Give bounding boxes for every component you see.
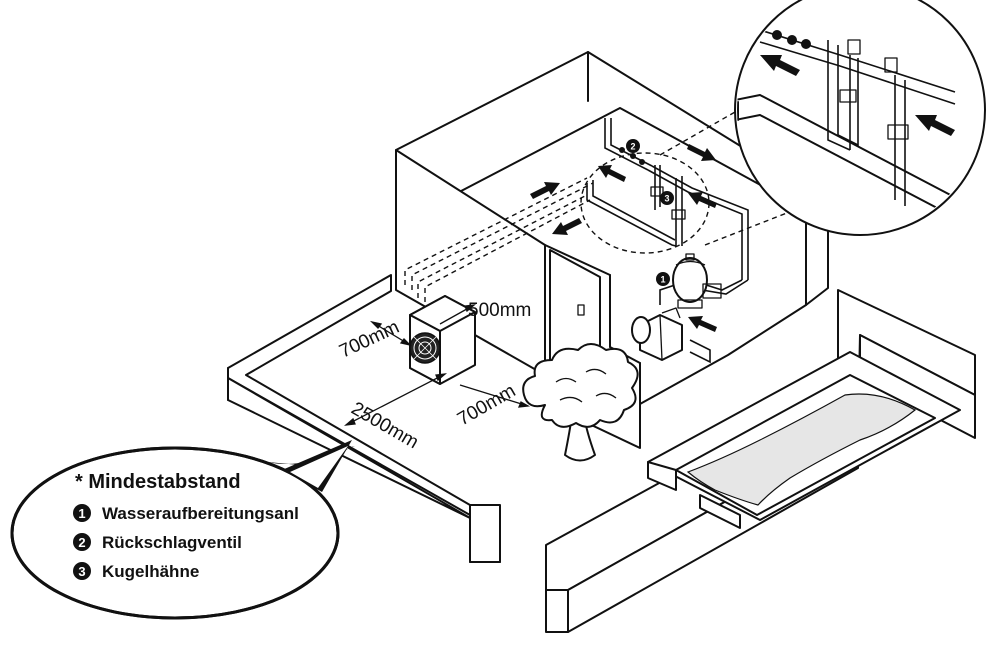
svg-text:2: 2 — [78, 535, 85, 550]
legend-callout: * Mindestabstand 1 Wasseraufbereitungsan… — [10, 440, 355, 620]
dimension-lines — [343, 304, 531, 426]
detail-magnifier — [734, 0, 986, 236]
marker-filter: 1 — [656, 272, 670, 286]
circulation-pump — [631, 307, 683, 361]
marker-check-valve: 2 — [626, 139, 640, 153]
dim-tree-gap: 700mm — [454, 380, 519, 430]
callout-leader-line — [659, 111, 736, 156]
filter-tank — [672, 253, 722, 309]
boundary-wall-left — [227, 274, 501, 563]
heat-pump-unit — [409, 295, 476, 385]
tree-illustration — [522, 343, 639, 462]
svg-text:2: 2 — [630, 142, 635, 152]
dim-side-gap: 500mm — [468, 300, 531, 321]
dashed-pipe-runs — [404, 177, 594, 302]
legend-item-3: Kugelhähne — [102, 562, 199, 581]
pipe-network — [586, 118, 749, 364]
flow-arrows — [530, 144, 717, 332]
svg-text:3: 3 — [78, 564, 85, 579]
marker-ball-valve: 3 — [660, 191, 674, 205]
svg-text:1: 1 — [660, 275, 665, 285]
legend-title: * Mindestabstand — [75, 471, 241, 493]
svg-text:3: 3 — [664, 194, 669, 204]
legend-item-2: Rückschlagventil — [102, 533, 242, 552]
dim-fan-gap: 700mm — [336, 317, 402, 363]
legend-item-1: Wasseraufbereitungsanl — [102, 504, 299, 523]
svg-text:1: 1 — [78, 506, 85, 521]
swimming-pool — [647, 351, 961, 529]
